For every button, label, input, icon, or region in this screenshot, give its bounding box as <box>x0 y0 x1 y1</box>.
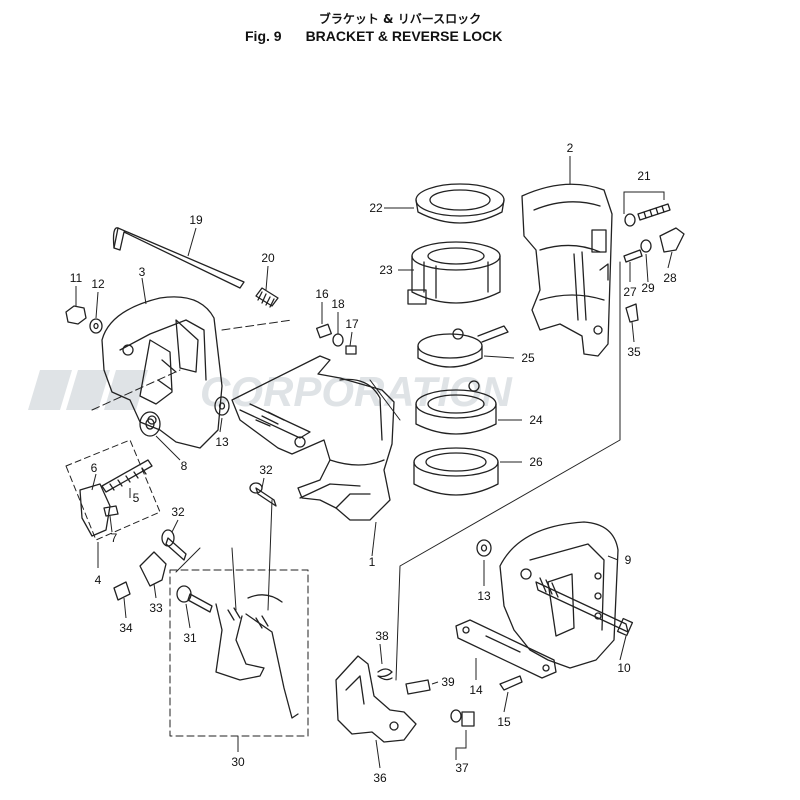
part-3-stern-bracket-left <box>101 296 223 449</box>
part-34-bolt <box>113 581 131 601</box>
callout-3: 3 <box>139 265 146 279</box>
part-8-washer <box>139 411 161 437</box>
callout-4: 4 <box>95 573 102 587</box>
part-5-spring <box>101 459 153 493</box>
part-36-reverse-lock-arm <box>335 655 417 743</box>
callout-16: 16 <box>315 287 329 301</box>
callout-24: 24 <box>529 413 543 427</box>
callout-8: 8 <box>181 459 188 473</box>
part-21-bolt <box>624 203 671 227</box>
callout-1: 1 <box>369 555 376 569</box>
callout-15: 15 <box>497 715 511 729</box>
callout-36: 36 <box>373 771 387 785</box>
part-31-pin <box>176 585 213 613</box>
part-13-washer-lower <box>476 539 492 557</box>
callout-30: 30 <box>231 755 245 769</box>
callout-32-left: 32 <box>171 505 185 519</box>
part-11-nut <box>65 305 87 325</box>
callout-5: 5 <box>133 491 140 505</box>
callout-28: 28 <box>663 271 677 285</box>
callout-18: 18 <box>331 297 345 311</box>
callout-33: 33 <box>149 601 163 615</box>
part-7-pin <box>103 505 119 517</box>
part-6-cam <box>79 483 111 537</box>
part-35-bolt <box>625 303 639 323</box>
callout-25: 25 <box>521 351 535 365</box>
callout-27: 27 <box>623 285 637 299</box>
callout-23: 23 <box>379 263 393 277</box>
callout-19: 19 <box>189 213 203 227</box>
part-29-washer <box>640 239 652 253</box>
callout-29: 29 <box>641 281 655 295</box>
part-12-washer <box>89 318 103 334</box>
part-14-plate <box>455 619 557 679</box>
part-30-assembly-box <box>169 569 309 737</box>
part-9-stern-bracket-right <box>499 521 619 669</box>
part-30-reverse-lock-lever <box>215 594 299 719</box>
part-26-split-ring <box>413 447 499 496</box>
callout-10: 10 <box>617 661 631 675</box>
callout-39: 39 <box>441 675 455 689</box>
callout-26: 26 <box>529 455 543 469</box>
part-4-assembly-box <box>65 439 161 541</box>
callout-20: 20 <box>261 251 275 265</box>
part-23-clamp-ring <box>407 241 501 305</box>
callout-13-lower: 13 <box>477 589 491 603</box>
callout-35: 35 <box>627 345 641 359</box>
callout-37: 37 <box>455 761 469 775</box>
part-18-washer <box>332 333 344 347</box>
part-32-pin-left <box>161 529 187 561</box>
callout-14: 14 <box>469 683 483 697</box>
part-37-bolt <box>450 709 475 727</box>
part-27-screw <box>623 249 643 263</box>
callout-31: 31 <box>183 631 197 645</box>
callout-12: 12 <box>91 277 105 291</box>
part-24-bushing <box>415 380 497 435</box>
part-38-spring <box>377 668 393 681</box>
part-10-bolt <box>535 577 634 637</box>
part-33-bracket <box>139 551 167 587</box>
callout-6: 6 <box>91 461 98 475</box>
callout-17: 17 <box>345 317 359 331</box>
callout-38: 38 <box>375 629 389 643</box>
callout-13-upper: 13 <box>215 435 229 449</box>
part-19-rod <box>112 227 245 289</box>
callout-22: 22 <box>369 201 383 215</box>
watermark-text: CORPORATION <box>200 368 514 414</box>
part-28-lever <box>659 227 685 253</box>
part-20-spring <box>255 287 279 308</box>
callout-9: 9 <box>625 553 632 567</box>
part-22-bushing-ring <box>415 183 505 224</box>
figure-title: BRACKET & REVERSE LOCK <box>305 28 503 44</box>
title-english: Fig. 9 BRACKET & REVERSE LOCK <box>245 28 502 44</box>
title-japanese: ブラケット & リバースロック <box>318 12 482 26</box>
part-1-swivel-bracket <box>231 355 395 521</box>
callout-7: 7 <box>111 531 118 545</box>
part-17-screw <box>345 345 357 355</box>
figure-number: Fig. 9 <box>245 28 282 44</box>
part-15-screw <box>499 675 523 691</box>
callout-32-upper: 32 <box>259 463 273 477</box>
callout-11: 11 <box>70 271 83 285</box>
watermark-logo: CORPORATION <box>28 368 514 414</box>
callout-34: 34 <box>119 621 133 635</box>
part-25-band-clamp <box>417 325 509 368</box>
part-2-swivel-case <box>521 183 613 357</box>
callout-21: 21 <box>637 169 651 183</box>
part-16-bolt <box>316 323 332 339</box>
part-13-washer-upper <box>214 396 230 416</box>
callout-2: 2 <box>567 141 574 155</box>
part-39-link <box>405 679 431 695</box>
callout-labels: 1 2 3 4 5 6 7 8 9 10 11 12 13 13 14 15 1… <box>70 141 677 785</box>
